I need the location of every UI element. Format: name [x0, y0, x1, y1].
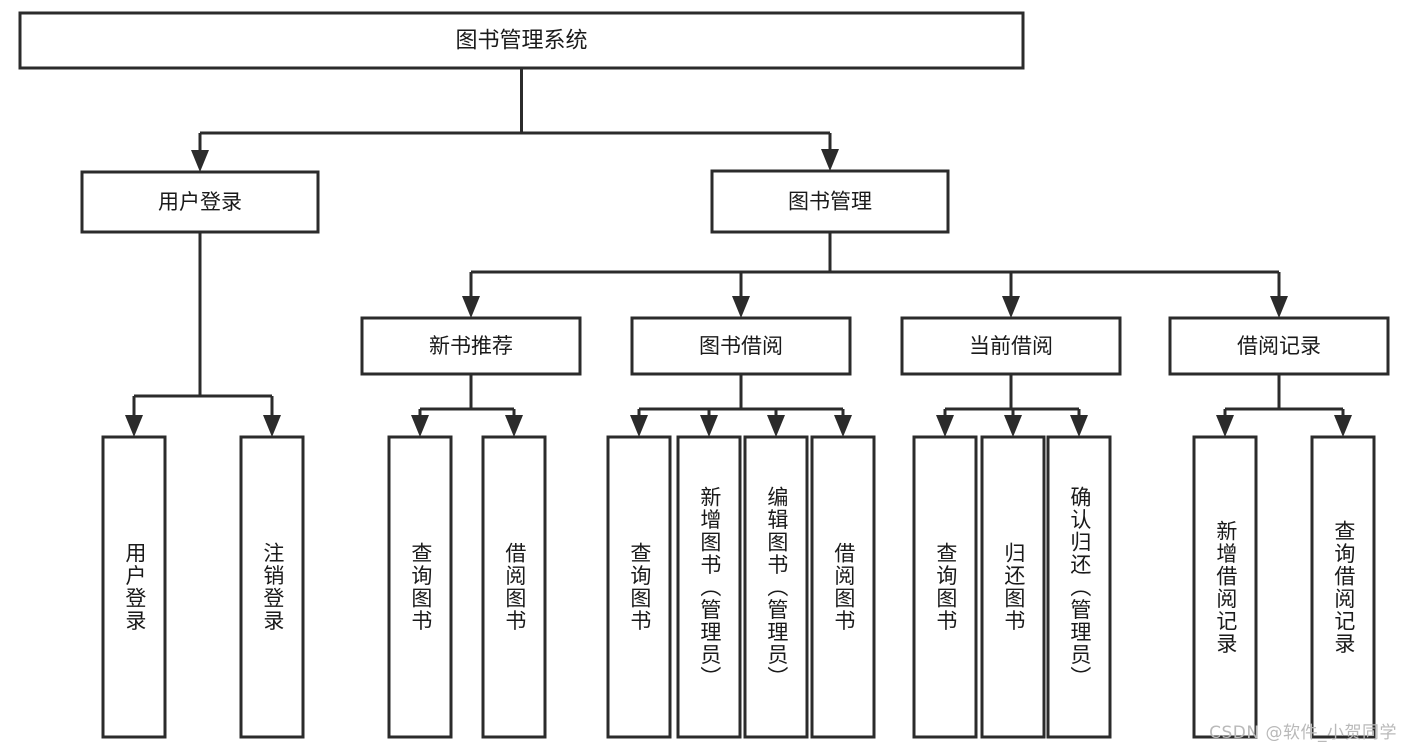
node-book-borrow[interactable]: 图书借阅	[630, 316, 852, 376]
node-label-user-login: 用户登录	[158, 190, 242, 214]
arrow-head-icon	[263, 415, 281, 437]
node-box-leaf-rec-borrow-book	[481, 435, 547, 739]
arrow-head-icon	[732, 296, 750, 318]
arrow-head-icon	[125, 415, 143, 437]
node-box-leaf-cur-confirm-return	[1046, 435, 1112, 739]
arrow-head-icon	[700, 415, 718, 437]
arrow-head-icon	[1334, 415, 1352, 437]
node-label-book-manage: 图书管理	[788, 190, 872, 214]
node-user-login[interactable]: 用户登录	[80, 170, 320, 234]
node-leaf-cur-confirm-return[interactable]	[1046, 435, 1112, 739]
node-leaf-borrow-add-book[interactable]	[676, 435, 742, 739]
node-book-manage[interactable]: 图书管理	[710, 169, 950, 234]
node-leaf-rec-query-record[interactable]	[1310, 435, 1376, 739]
node-box-leaf-borrow-edit-book	[743, 435, 809, 739]
node-leaf-user-login[interactable]	[101, 435, 167, 739]
node-label-new-book-rec: 新书推荐	[429, 334, 513, 358]
node-leaf-logout[interactable]	[239, 435, 305, 739]
arrow-head-icon	[834, 415, 852, 437]
node-box-leaf-borrow-borrow-book	[810, 435, 876, 739]
node-root[interactable]: 图书管理系统	[18, 11, 1025, 70]
node-box-leaf-rec-query-record	[1310, 435, 1376, 739]
node-leaf-borrow-query-book[interactable]	[606, 435, 672, 739]
node-box-leaf-user-login	[101, 435, 167, 739]
arrow-head-icon	[1002, 296, 1020, 318]
arrow-head-icon	[191, 150, 209, 172]
arrow-head-icon	[462, 296, 480, 318]
node-box-leaf-borrow-add-book	[676, 435, 742, 739]
arrow-head-icon	[767, 415, 785, 437]
edges-layer	[125, 68, 1352, 437]
arrow-head-icon	[821, 149, 839, 171]
node-label-current-borrow: 当前借阅	[969, 334, 1053, 358]
node-label-borrow-record: 借阅记录	[1237, 334, 1321, 358]
node-box-leaf-cur-query-book	[912, 435, 978, 739]
node-label-book-borrow: 图书借阅	[699, 334, 783, 358]
node-label-root: 图书管理系统	[455, 29, 587, 54]
node-box-user-login	[80, 170, 320, 234]
arrow-head-icon	[1216, 415, 1234, 437]
arrow-head-icon	[1070, 415, 1088, 437]
node-box-leaf-rec-query-book	[387, 435, 453, 739]
node-box-current-borrow	[900, 316, 1122, 376]
node-leaf-cur-query-book[interactable]	[912, 435, 978, 739]
node-box-root	[18, 11, 1025, 70]
arrow-head-icon	[1004, 415, 1022, 437]
node-borrow-record[interactable]: 借阅记录	[1168, 316, 1390, 376]
node-box-borrow-record	[1168, 316, 1390, 376]
node-leaf-borrow-borrow-book[interactable]	[810, 435, 876, 739]
node-leaf-rec-borrow-book[interactable]	[481, 435, 547, 739]
watermark: CSDN @软件_小贺同学	[1209, 723, 1397, 743]
node-box-book-manage	[710, 169, 950, 234]
arrow-head-icon	[630, 415, 648, 437]
node-box-new-book-rec	[360, 316, 582, 376]
node-leaf-borrow-edit-book[interactable]	[743, 435, 809, 739]
node-leaf-rec-add-record[interactable]	[1192, 435, 1258, 739]
node-box-book-borrow	[630, 316, 852, 376]
arrow-head-icon	[411, 415, 429, 437]
node-box-leaf-cur-return-book	[980, 435, 1046, 739]
node-box-leaf-borrow-query-book	[606, 435, 672, 739]
arrow-head-icon	[505, 415, 523, 437]
node-current-borrow[interactable]: 当前借阅	[900, 316, 1122, 376]
node-box-leaf-logout	[239, 435, 305, 739]
arrow-head-icon	[1270, 296, 1288, 318]
node-leaf-rec-query-book[interactable]	[387, 435, 453, 739]
node-leaf-cur-return-book[interactable]	[980, 435, 1046, 739]
node-box-leaf-rec-add-record	[1192, 435, 1258, 739]
node-new-book-rec[interactable]: 新书推荐	[360, 316, 582, 376]
arrow-head-icon	[936, 415, 954, 437]
